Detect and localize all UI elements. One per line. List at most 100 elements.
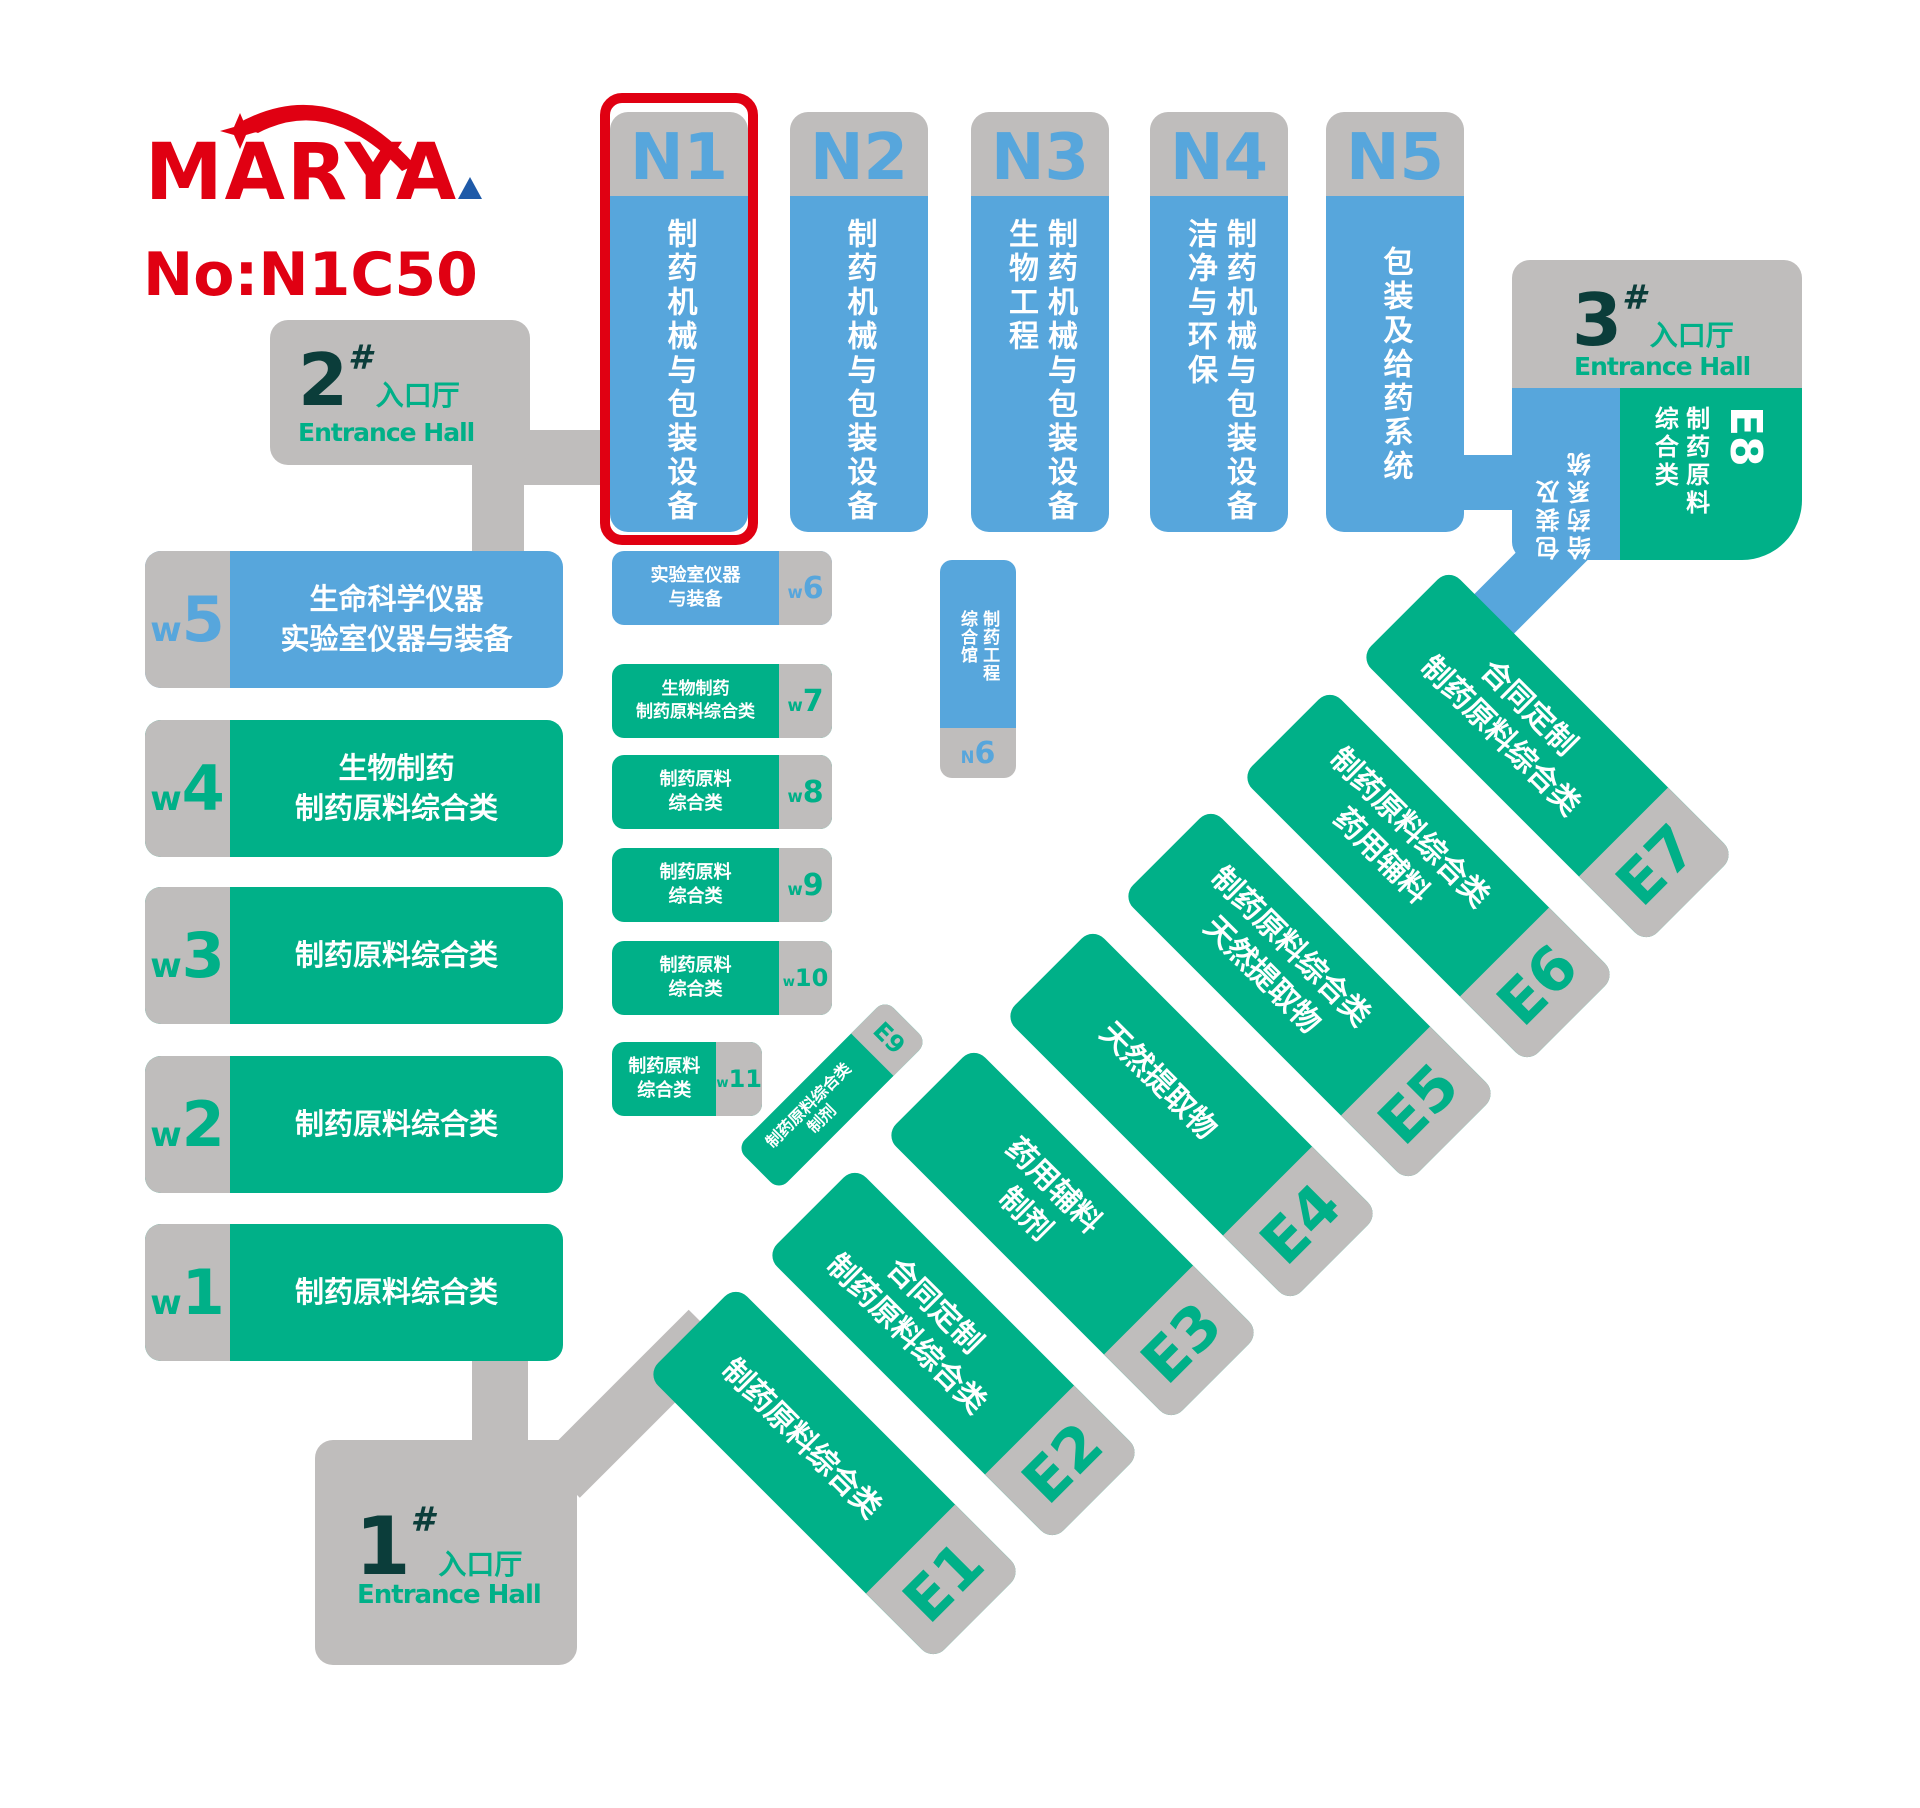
hall-e8-code: E8	[1719, 406, 1771, 467]
entrance-number: 3	[1572, 278, 1623, 362]
hall-prefix: w	[787, 695, 803, 715]
entrance-mark: #	[1622, 278, 1646, 318]
hall-w5[interactable]: w5 生命科学仪器实验室仪器与装备	[145, 551, 563, 688]
hall-w6[interactable]: 实验室仪器与装备 w6	[612, 551, 832, 625]
hall-w10[interactable]: 制药原料综合类 w10	[612, 941, 832, 1015]
hall-prefix: w	[716, 1076, 729, 1091]
hall-number: 1	[683, 121, 729, 195]
entrance-en-label: Entrance Hall	[298, 418, 475, 447]
hall-w10-category: 制药原料	[659, 954, 732, 976]
hall-w7[interactable]: 生物制药制药原料综合类 w7	[612, 664, 832, 738]
corridor-w1-to-1	[472, 1360, 528, 1450]
hall-n3[interactable]: N3 制药机械与包装设备生物工程	[971, 112, 1109, 532]
hall-w8[interactable]: 制药原料综合类 w8	[612, 755, 832, 829]
hall-e8-line: 制药原料	[1681, 406, 1710, 518]
hall-prefix: N	[629, 121, 684, 195]
hall-e9[interactable]: 制药原料综合类制剂 E9	[736, 999, 928, 1191]
hall-w4[interactable]: w4 生物制药制药原料综合类	[145, 720, 563, 857]
hall-w11-category: 制药原料	[628, 1055, 701, 1077]
hall-n1-category: 制药机械与包装设备	[661, 218, 697, 524]
hall-prefix: w	[787, 582, 803, 602]
hall-w6-category: 与装备	[668, 589, 723, 610]
hall-number: 6	[802, 570, 824, 606]
hall-w3-category: 制药原料综合类	[294, 937, 498, 972]
hall-prefix: w	[150, 946, 182, 986]
entrance-hall-3[interactable]: 3#入口厅 Entrance Hall 包装及 给药系统 制药原料 综合类 E8	[1512, 260, 1802, 560]
entrance-cn-label: 入口厅	[438, 1548, 523, 1581]
hall-n5-category: 包装及给药系统	[1377, 246, 1413, 484]
hall-n2-category: 制药机械与包装设备	[841, 218, 877, 524]
hall-w1-category: 制药原料综合类	[294, 1274, 498, 1309]
hall-w4-category: 生物制药	[338, 751, 455, 786]
hall3-annex-line: 包装及	[1535, 476, 1564, 560]
hall-n2[interactable]: N2 制药机械与包装设备	[790, 112, 928, 532]
entrance-cn-label: 入口厅	[375, 379, 460, 412]
entrance-cn-label: 入口厅	[1649, 319, 1734, 352]
corridor-n5-to-3	[1455, 455, 1515, 510]
hall-w8-category: 制药原料	[659, 768, 732, 790]
hall-n4-category: 洁净与环保	[1182, 218, 1217, 388]
entrance-hall-2[interactable]: 2#入口厅 Entrance Hall	[270, 320, 530, 465]
hall-w7-category: 生物制药	[661, 679, 730, 700]
hall-w9-category: 综合类	[668, 886, 723, 907]
hall-w9-category: 制药原料	[659, 861, 732, 883]
hall-number: 2	[181, 1088, 225, 1161]
hall-e8-line: 综合类	[1650, 406, 1679, 490]
hall-prefix: w	[150, 1283, 182, 1323]
hall-n3-category: 制药机械与包装设备	[1042, 218, 1077, 524]
hall-prefix: N	[990, 121, 1045, 195]
hall-w2-category: 制药原料综合类	[294, 1106, 498, 1141]
hall-n5[interactable]: N5 包装及给药系统	[1326, 112, 1464, 532]
hall-number: 11	[728, 1065, 762, 1093]
hall-w3[interactable]: w3 制药原料综合类	[145, 887, 563, 1024]
hall-number: 10	[794, 964, 829, 992]
hall-w1[interactable]: w1 制药原料综合类	[145, 1224, 563, 1361]
hall-w10-category: 综合类	[668, 979, 723, 1000]
hall-n1[interactable]: N1 制药机械与包装设备	[610, 112, 748, 532]
hall-prefix: w	[787, 786, 803, 806]
hall-prefix: w	[787, 879, 803, 899]
hall-prefix: w	[150, 610, 182, 650]
hall-w4-category: 制药原料综合类	[294, 790, 498, 825]
hall3-annex[interactable]: 包装及 给药系统	[1512, 388, 1620, 560]
hall3-annex-line: 给药系统	[1567, 448, 1595, 560]
hall-w8-category: 综合类	[668, 793, 723, 814]
hall-number: 3	[181, 919, 225, 992]
hall-n6-category: 制药工程	[979, 610, 1000, 682]
hall-w11[interactable]: 制药原料综合类 w11	[612, 1042, 762, 1116]
hall-n3-category: 生物工程	[1003, 218, 1038, 354]
hall-number: 1	[181, 1256, 225, 1329]
hall-w2[interactable]: w2 制药原料综合类	[145, 1056, 563, 1193]
hall-number: 9	[802, 867, 824, 903]
hall-n4[interactable]: N4 制药机械与包装设备洁净与环保	[1150, 112, 1288, 532]
entrance-mark: #	[348, 338, 372, 378]
hall-n4-category: 制药机械与包装设备	[1221, 218, 1256, 524]
logo-star-icon	[220, 113, 260, 149]
hall-prefix: w	[150, 1115, 182, 1155]
entrance-number: 2	[298, 338, 349, 422]
hall-w9[interactable]: 制药原料综合类 w9	[612, 848, 832, 922]
hall-w5-category: 实验室仪器与装备	[280, 621, 513, 656]
entrance-number: 1	[355, 1500, 411, 1593]
hall-e4-category: 天然提取物	[1093, 1015, 1224, 1147]
marya-logo	[220, 104, 482, 199]
hall-w5-category: 生命科学仪器	[309, 582, 484, 617]
hall-prefix: N	[1169, 121, 1224, 195]
entrance-mark: #	[410, 1500, 435, 1540]
hall-number: 4	[1223, 121, 1269, 195]
hall-w6-category: 实验室仪器	[650, 564, 741, 586]
hall-prefix: N	[1345, 121, 1400, 195]
hall-w7-category: 制药原料综合类	[636, 702, 755, 722]
hall-number: 2	[863, 121, 909, 195]
hall-number: 4	[181, 752, 225, 825]
highlight-frame-n1	[600, 93, 758, 545]
hall-n6[interactable]: 制药工程 综合馆 N6	[940, 560, 1016, 778]
hall-prefix: N	[809, 121, 864, 195]
entrance-en-label: Entrance Hall	[357, 1580, 542, 1610]
logo-wordmark: MARYA	[145, 128, 459, 218]
hall-e8[interactable]: 制药原料 综合类 E8	[1620, 388, 1802, 560]
booth-number: No:N1C50	[143, 240, 478, 310]
hall-prefix: N	[960, 747, 975, 767]
hall-n6-category: 综合馆	[957, 610, 977, 664]
entrance-hall-1[interactable]: 1#入口厅 Entrance Hall	[315, 1440, 577, 1665]
